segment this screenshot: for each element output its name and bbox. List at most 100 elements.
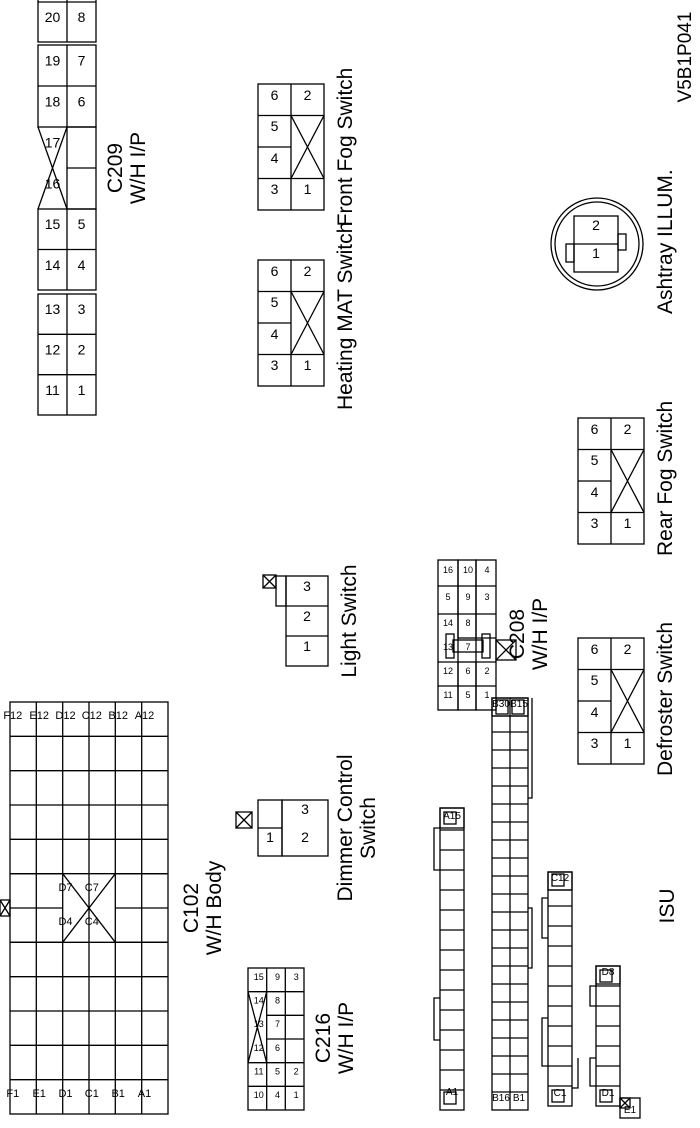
rear-fog-pin-3: 3 xyxy=(591,515,599,531)
c208-pin-14: 14 xyxy=(443,618,453,628)
c208-pin-1: 1 xyxy=(484,690,489,700)
c209-pin-11: 11 xyxy=(45,382,60,398)
isu-pin-c12: C12 xyxy=(551,873,570,884)
defroster-pin-6: 6 xyxy=(591,641,599,657)
c216-pin-6: 6 xyxy=(275,1043,280,1053)
c216-name: C216 xyxy=(312,1012,335,1064)
c208-name: C208 xyxy=(506,608,529,660)
c209-pin-8: 8 xyxy=(78,9,86,25)
heating-mat-caption: Heating MAT Switch xyxy=(334,221,357,410)
c209-pin-5: 5 xyxy=(78,216,86,232)
rear-fog-switch-connector: 1 2 3 4 5 6 xyxy=(577,417,645,545)
c209-caption: C209 W/H I/P xyxy=(104,104,150,232)
isu-pin-b16: B16 xyxy=(492,1093,510,1104)
c216-pin-13: 13 xyxy=(254,1019,264,1029)
c102-pin-b1: B1 xyxy=(111,1088,124,1100)
c216-pin-8: 8 xyxy=(275,996,280,1006)
light-switch-caption: Light Switch xyxy=(338,564,361,678)
c216-pin-1: 1 xyxy=(294,1090,299,1100)
ashtray-pin-1: 1 xyxy=(592,245,600,261)
c102-pin-d12: D12 xyxy=(55,710,75,722)
ashtray-pin-2: 2 xyxy=(592,217,600,233)
front-fog-caption: Front Fog Switch xyxy=(334,67,357,227)
rear-fog-pin-1: 1 xyxy=(624,515,632,531)
c102-caption: C102 W/H Body xyxy=(180,826,226,990)
c208-pin-3: 3 xyxy=(484,592,489,602)
c102-pin-e12: E12 xyxy=(29,710,49,722)
defroster-pin-1: 1 xyxy=(624,735,632,751)
c216-pin-7: 7 xyxy=(275,1019,280,1029)
c102-pin-d7: D7 xyxy=(58,882,72,894)
c209-pin-3: 3 xyxy=(78,301,86,317)
rear-fog-pin-2: 2 xyxy=(624,421,632,437)
c102-pin-b12: B12 xyxy=(108,710,128,722)
front-fog-switch-connector: 1 2 3 4 5 6 xyxy=(257,83,325,211)
heating-mat-switch-connector: 1 2 3 4 5 6 xyxy=(257,259,325,387)
defroster-pin-5: 5 xyxy=(591,672,599,688)
c209-pin-6: 6 xyxy=(78,94,86,110)
c208-harness: W/H I/P xyxy=(529,597,552,671)
c209-pin-14: 14 xyxy=(45,257,61,273)
c209-pin-1: 1 xyxy=(78,382,86,398)
c216-pin-4: 4 xyxy=(275,1090,280,1100)
c208-pin-13: 13 xyxy=(443,642,453,652)
c216-pin-3: 3 xyxy=(294,972,299,982)
c209-pin-2: 2 xyxy=(78,342,86,358)
c208-pin-12: 12 xyxy=(443,666,453,676)
front-fog-pin-2: 2 xyxy=(304,87,312,103)
c102-pin-f1: F1 xyxy=(6,1088,19,1100)
isu-pin-b1: B1 xyxy=(513,1093,526,1104)
front-fog-pin-6: 6 xyxy=(271,87,279,103)
c209-pin-18: 18 xyxy=(45,94,61,110)
c209-name: C209 xyxy=(104,142,127,194)
c208-pin-9: 9 xyxy=(465,592,470,602)
c209-pin-13: 13 xyxy=(45,301,61,317)
isu-pin-b30: B30 xyxy=(492,699,510,710)
c102-pin-e1: E1 xyxy=(32,1088,45,1100)
isu-pin-d1: D1 xyxy=(602,1088,615,1099)
c208-pin-16: 16 xyxy=(443,565,453,575)
ashtray-illum-connector: 1 2 xyxy=(550,197,644,291)
rear-fog-pin-4: 4 xyxy=(591,484,599,500)
heating-mat-pin-2: 2 xyxy=(304,263,312,279)
c102-pin-d1: D1 xyxy=(58,1088,72,1100)
c102-pin-c12: C12 xyxy=(82,710,102,722)
isu-pin-a15: A15 xyxy=(443,811,461,822)
defroster-caption: Defroster Switch xyxy=(654,621,677,776)
c216-pin-9: 9 xyxy=(275,972,280,982)
isu-pin-e1: E1 xyxy=(624,1105,637,1116)
c216-harness: W/H I/P xyxy=(335,1001,358,1075)
c208-pin-10: 10 xyxy=(463,565,473,575)
c216-pin-12: 12 xyxy=(254,1043,264,1053)
defroster-pin-2: 2 xyxy=(624,641,632,657)
isu-pin-a1: A1 xyxy=(446,1087,459,1098)
defroster-pin-4: 4 xyxy=(591,704,599,720)
c208-pin-7: 7 xyxy=(465,642,470,652)
c209-pin-17: 17 xyxy=(45,135,61,151)
c209-pin-16: 16 xyxy=(45,176,61,192)
heating-mat-pin-4: 4 xyxy=(271,326,279,342)
c102-pin-a1: A1 xyxy=(138,1088,151,1100)
c102-pin-d4: D4 xyxy=(58,916,72,928)
dimmer-pin-3: 3 xyxy=(301,801,309,817)
light-switch-pin-2: 2 xyxy=(303,608,311,624)
c102-pin-c1: C1 xyxy=(85,1088,99,1100)
c209-pin-7: 7 xyxy=(78,53,86,69)
isu-caption: ISU xyxy=(656,888,679,924)
rear-fog-pin-5: 5 xyxy=(591,452,599,468)
light-switch-connector: 1 2 3 xyxy=(262,574,329,667)
c102-pin-f12: F12 xyxy=(3,710,22,722)
dimmer-caption: Dimmer Control Switch xyxy=(334,754,380,902)
c209-pin-4: 4 xyxy=(78,257,86,273)
dimmer-pin-1: 1 xyxy=(266,829,274,845)
c208-connector: 1 2 3 4 5 6 7 8 9 10 11 12 13 14 5 16 xyxy=(437,559,517,711)
light-switch-pin-1: 1 xyxy=(303,638,311,654)
c216-pin-15: 15 xyxy=(254,972,264,982)
c208-pin-4: 4 xyxy=(484,565,489,575)
isu-pin-d8: D8 xyxy=(602,967,615,978)
dimmer-pin-2: 2 xyxy=(301,829,309,845)
defroster-switch-connector: 1 2 3 4 5 6 xyxy=(577,637,645,765)
